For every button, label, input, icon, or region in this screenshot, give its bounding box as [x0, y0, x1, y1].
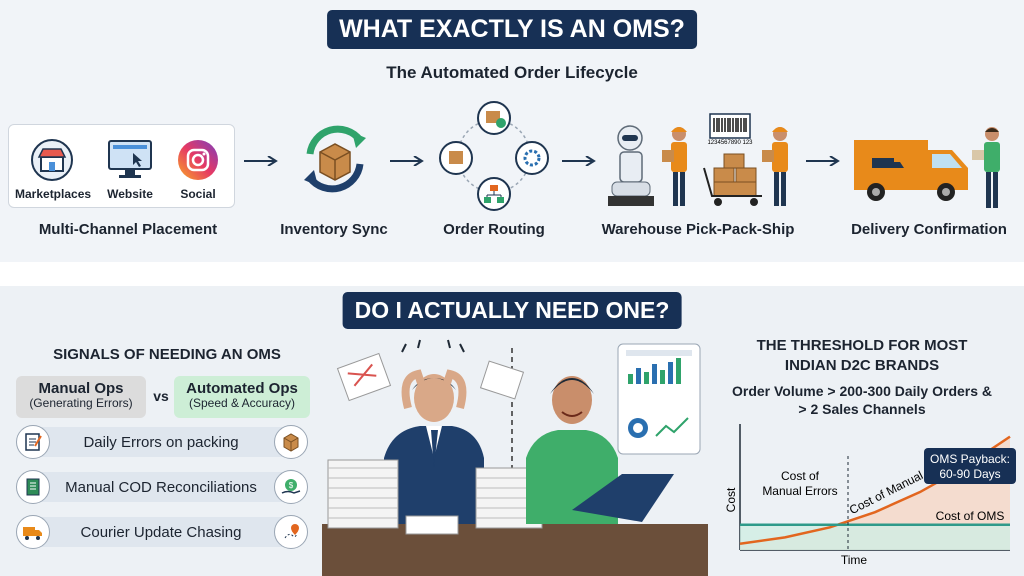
flow-arrow-icon — [806, 156, 840, 166]
annotation-cost-of: Cost of — [781, 469, 820, 483]
x-axis-label: Time — [841, 553, 868, 567]
happy-worker — [526, 376, 674, 524]
ledger-icon — [16, 470, 50, 504]
flow-arrow-icon — [562, 156, 596, 166]
package-icon — [274, 425, 308, 459]
instagram-icon — [178, 140, 218, 180]
delivery-van-illustration — [854, 127, 1000, 208]
threshold-heading: THE THRESHOLD FOR MOST INDIAN D2C BRANDS — [712, 336, 1012, 377]
threshold-heading-line1: THE THRESHOLD FOR MOST — [756, 337, 968, 354]
payback-callout — [924, 448, 1016, 484]
threshold-heading-line2: INDIAN D2C BRANDS — [784, 357, 940, 375]
cost-chart: Cost Time Cost of Manual Errors Cost of … — [724, 424, 1016, 567]
stressed-worker — [384, 339, 484, 524]
svg-text:$: $ — [289, 481, 294, 490]
stage-label-warehouse: Warehouse Pick-Pack-Ship — [601, 221, 795, 238]
channels-card: Marketplaces Website Social — [8, 124, 235, 208]
signal-row-courier-chasing: Courier Update Chasing — [36, 517, 286, 547]
dashboard-screen — [617, 343, 701, 455]
signal-row-cod-reconciliation: Manual COD Reconciliations — [36, 472, 286, 502]
section-divider — [0, 262, 1024, 286]
stage-label-delivery: Delivery Confirmation — [851, 221, 1007, 238]
stage-label-order-routing: Order Routing — [443, 221, 545, 238]
storefront-icon — [31, 139, 73, 181]
threshold-criteria-line1: Order Volume > 200-300 Daily Orders & — [731, 383, 993, 399]
barcode-number: 1234567890 123 — [707, 140, 753, 146]
manual-ops-subtitle: (Generating Errors) — [29, 396, 133, 411]
truck-icon — [16, 515, 50, 549]
inventory-sync-icon — [304, 125, 366, 193]
signals-heading: SIGNALS OF NEEDING AN OMS — [53, 346, 281, 363]
route-pin-icon — [274, 515, 308, 549]
flow-arrow-icon — [390, 156, 424, 166]
channel-label-marketplaces: Marketplaces — [15, 187, 92, 201]
cash-hand-icon: $ — [274, 470, 308, 504]
signal-row-packing-errors: Daily Errors on packing — [36, 427, 286, 457]
need-oms-panel: SIGNALS OF NEEDING AN OMS Manual Ops (Ge… — [0, 286, 1024, 576]
vs-label: vs — [153, 388, 169, 404]
section-title-oms: WHAT EXACTLY IS AN OMS? — [327, 10, 697, 49]
lifecycle-subtitle: The Automated Order Lifecycle — [386, 63, 638, 82]
threshold-criteria-line2: > 2 Sales Channels — [798, 401, 926, 418]
checklist-icon — [16, 425, 50, 459]
threshold-criteria: Order Volume > 200-300 Daily Orders & > … — [712, 382, 1012, 418]
manual-ops-box: Manual Ops (Generating Errors) — [16, 376, 146, 418]
annotation-cost-oms: Cost of OMS — [936, 509, 1005, 523]
signal-label: Daily Errors on packing — [83, 433, 239, 451]
payback-days: 60-90 Days — [939, 467, 1000, 481]
signal-label: Courier Update Chasing — [80, 523, 242, 541]
section-title-need: DO I ACTUALLY NEED ONE? — [342, 292, 682, 329]
manual-errors-area — [740, 436, 1010, 550]
oms-lifecycle-panel: WHAT EXACTLY IS AN OMS? The Automated Or… — [0, 0, 1024, 262]
stage-label-inventory-sync: Inventory Sync — [280, 221, 388, 238]
stage-label-multichannel: Multi-Channel Placement — [38, 221, 218, 238]
annotation-manual-errors: Manual Errors — [762, 484, 837, 498]
flow-arrow-icon — [244, 156, 278, 166]
y-axis-label: Cost — [724, 487, 738, 512]
automated-ops-box: Automated Ops (Speed & Accuracy) — [174, 376, 310, 418]
signal-label: Manual COD Reconciliations — [65, 478, 257, 496]
website-monitor-icon — [108, 140, 152, 178]
manual-vs-automated-illustration — [322, 339, 708, 576]
automated-ops-subtitle: (Speed & Accuracy) — [188, 396, 296, 411]
channel-label-social: Social — [180, 187, 216, 201]
manual-ops-title: Manual Ops — [38, 380, 124, 397]
automated-ops-title: Automated Ops — [186, 380, 298, 397]
channel-label-website: Website — [107, 187, 153, 201]
warehouse-scene-illustration: 1234567890 123 — [608, 113, 788, 206]
payback-title: OMS Payback: — [930, 452, 1010, 466]
order-routing-icon — [439, 101, 549, 211]
